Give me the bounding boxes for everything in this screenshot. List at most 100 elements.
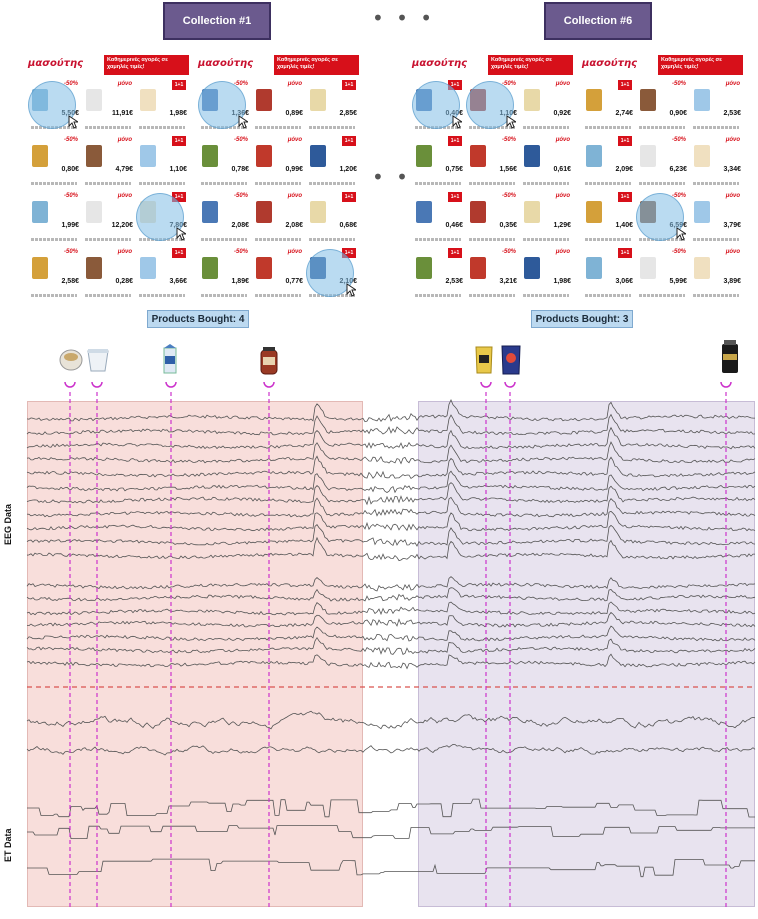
product-image [32,201,48,223]
product-description [693,182,739,185]
product-cell[interactable]: -50%5,50€ [28,79,80,129]
product-cell[interactable]: 1+10,40€ [412,79,464,129]
product-price: 1,89€ [231,278,249,285]
product-image [694,89,710,111]
product-image [640,257,656,279]
product-cell[interactable]: -50%2,58€ [30,247,80,297]
marker-cap-icon [165,381,177,388]
product-cell[interactable]: -50%0,78€ [200,135,250,185]
product-cell[interactable]: -50%1,36€ [198,79,250,129]
only-badge: μόνο [725,249,740,255]
product-description [255,182,301,185]
product-cell[interactable]: -50%1,99€ [30,191,80,241]
flyer-header-right: μασούτης Καθημερινές αγορές σε χαμηλές τ… [198,55,359,75]
product-cell[interactable]: -50%0,90€ [638,79,688,129]
product-image [140,145,156,167]
selection-highlight [636,193,684,241]
product-cell[interactable]: -50%1,56€ [468,135,518,185]
selection-highlight [466,81,514,129]
only-badge: μόνο [725,193,740,199]
only-badge: μόνο [287,81,302,87]
product-price: 6,23€ [669,166,687,173]
brand-logo: μασούτης [582,58,638,69]
product-cell[interactable]: -50%6,59€ [636,191,688,241]
product-description [201,182,247,185]
product-image [140,257,156,279]
product-description [85,294,131,297]
product-image [86,145,102,167]
product-image [586,89,602,111]
product-image [694,145,710,167]
product-price: 4,79€ [115,166,133,173]
product-cell[interactable]: 1+1 0,68€ [308,191,358,241]
product-image [202,201,218,223]
product-image [32,145,48,167]
only-badge: μόνο [555,137,570,143]
eeg-trace [26,496,756,518]
product-cell[interactable]: -50%6,23€ [638,135,688,185]
product-cell[interactable]: -50%1,10€ [466,79,518,129]
product-cell[interactable]: -50%2,08€ [200,191,250,241]
product-image [416,145,432,167]
product-description [31,294,77,297]
product-cell[interactable]: -50%5,99€ [638,247,688,297]
product-description [139,182,185,185]
product-cell[interactable]: -50%3,21€ [468,247,518,297]
flyer-collection-6: μασούτης Καθημερινές αγορές σε χαμηλές τ… [412,55,752,305]
product-image [524,89,540,111]
product-description [639,126,685,129]
et-trace [27,798,755,818]
product-cell[interactable]: -50%0,80€ [30,135,80,185]
slogan-banner: Καθημερινές αγορές σε χαμηλές τιμές! [274,55,359,75]
product-price: 3,06€ [615,278,633,285]
product-price: 0,68€ [339,222,357,229]
cursor-icon [506,115,516,129]
eeg-trace [26,523,756,547]
product-image [140,89,156,111]
bogo-badge: 1+1 [342,192,356,202]
bogo-badge: 1+1 [448,80,462,90]
product-cell[interactable]: -50%1,89€ [200,247,250,297]
selection-highlight [28,81,76,129]
product-description [415,238,461,241]
product-price: 1,98€ [169,110,187,117]
et-trace [27,858,755,878]
product-cell[interactable]: -50%0,35€ [468,191,518,241]
product-price: 1,99€ [61,222,79,229]
product-cell[interactable]: 1+12,10€ [306,247,358,297]
product-cell[interactable]: 1+17,80€ [136,191,188,241]
snack-bag-product-icon [501,345,521,375]
discount-badge: -50% [671,193,686,199]
only-badge: μόνο [725,137,740,143]
product-price: 2,53€ [723,110,741,117]
product-description [415,294,461,297]
